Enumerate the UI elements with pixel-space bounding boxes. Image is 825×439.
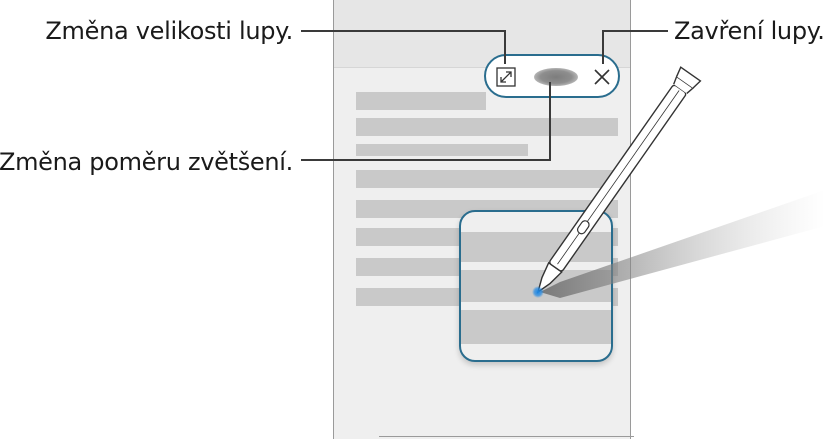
resize-magnifier-label: Změna velikosti lupy. <box>45 17 293 45</box>
resize-leader-v <box>504 30 506 64</box>
magnified-line <box>461 310 611 344</box>
resize-arrows-icon[interactable] <box>496 67 516 87</box>
close-x-icon[interactable] <box>592 67 612 87</box>
resize-leader-h <box>301 30 505 32</box>
close-leader-h <box>602 30 668 32</box>
content-line <box>356 92 486 110</box>
zoom-ratio-label: Změna poměru zvětšení. <box>0 148 293 176</box>
ratio-leader-h <box>301 159 551 161</box>
ratio-leader-v <box>549 82 551 161</box>
magnifier-window[interactable] <box>459 210 613 362</box>
zoom-ratio-control[interactable] <box>534 68 578 86</box>
close-magnifier-label: Zavření lupy. <box>674 17 825 45</box>
close-leader-v <box>602 30 604 64</box>
magnified-line <box>461 232 611 262</box>
bottom-divider <box>379 436 634 437</box>
content-line <box>356 118 618 136</box>
content-line <box>356 170 618 188</box>
content-line <box>356 144 528 156</box>
magnified-line <box>461 270 611 302</box>
